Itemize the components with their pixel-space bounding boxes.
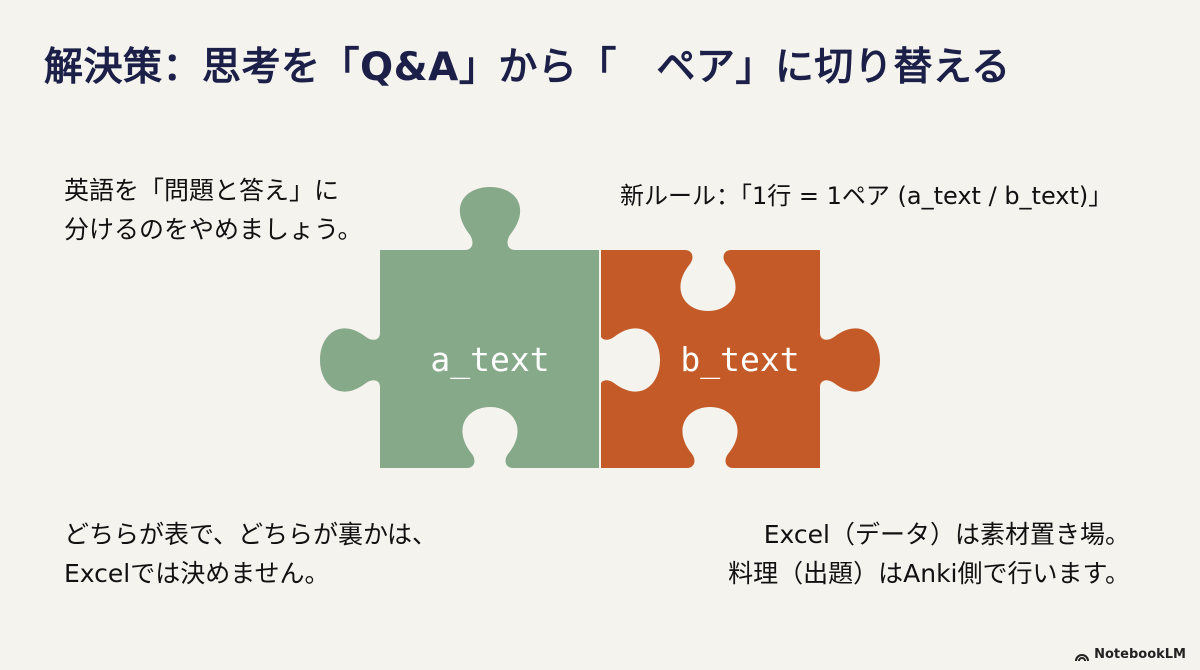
top-right-note: 新ルール：「1行 = 1ペア (a_text / b_text)」 [620,182,1113,210]
puzzle-illustration: a_text b_text [300,175,900,485]
bottom-left-note: どちらが表で、どちらが裏かは、 Excelでは決めません。 [64,520,438,588]
notebooklm-logo-icon [1075,650,1090,661]
bottom-right-note: Excel（データ）は素材置き場。 料理（出題）はAnki側で行います。 [728,520,1130,588]
top-left-note: 英語を「問題と答え」に 分けるのをやめましょう。 [64,176,363,244]
slide-title: 解決策：思考を「Q&A」から「 ペア」に切り替える [44,45,1011,90]
puzzle-piece-b [600,250,880,468]
piece-b-label: b_text [680,340,799,380]
puzzle-piece-a [320,187,600,468]
brand-watermark: NotebookLM [1075,647,1186,662]
piece-a-label: a_text [430,340,549,380]
brand-name: NotebookLM [1094,647,1186,662]
